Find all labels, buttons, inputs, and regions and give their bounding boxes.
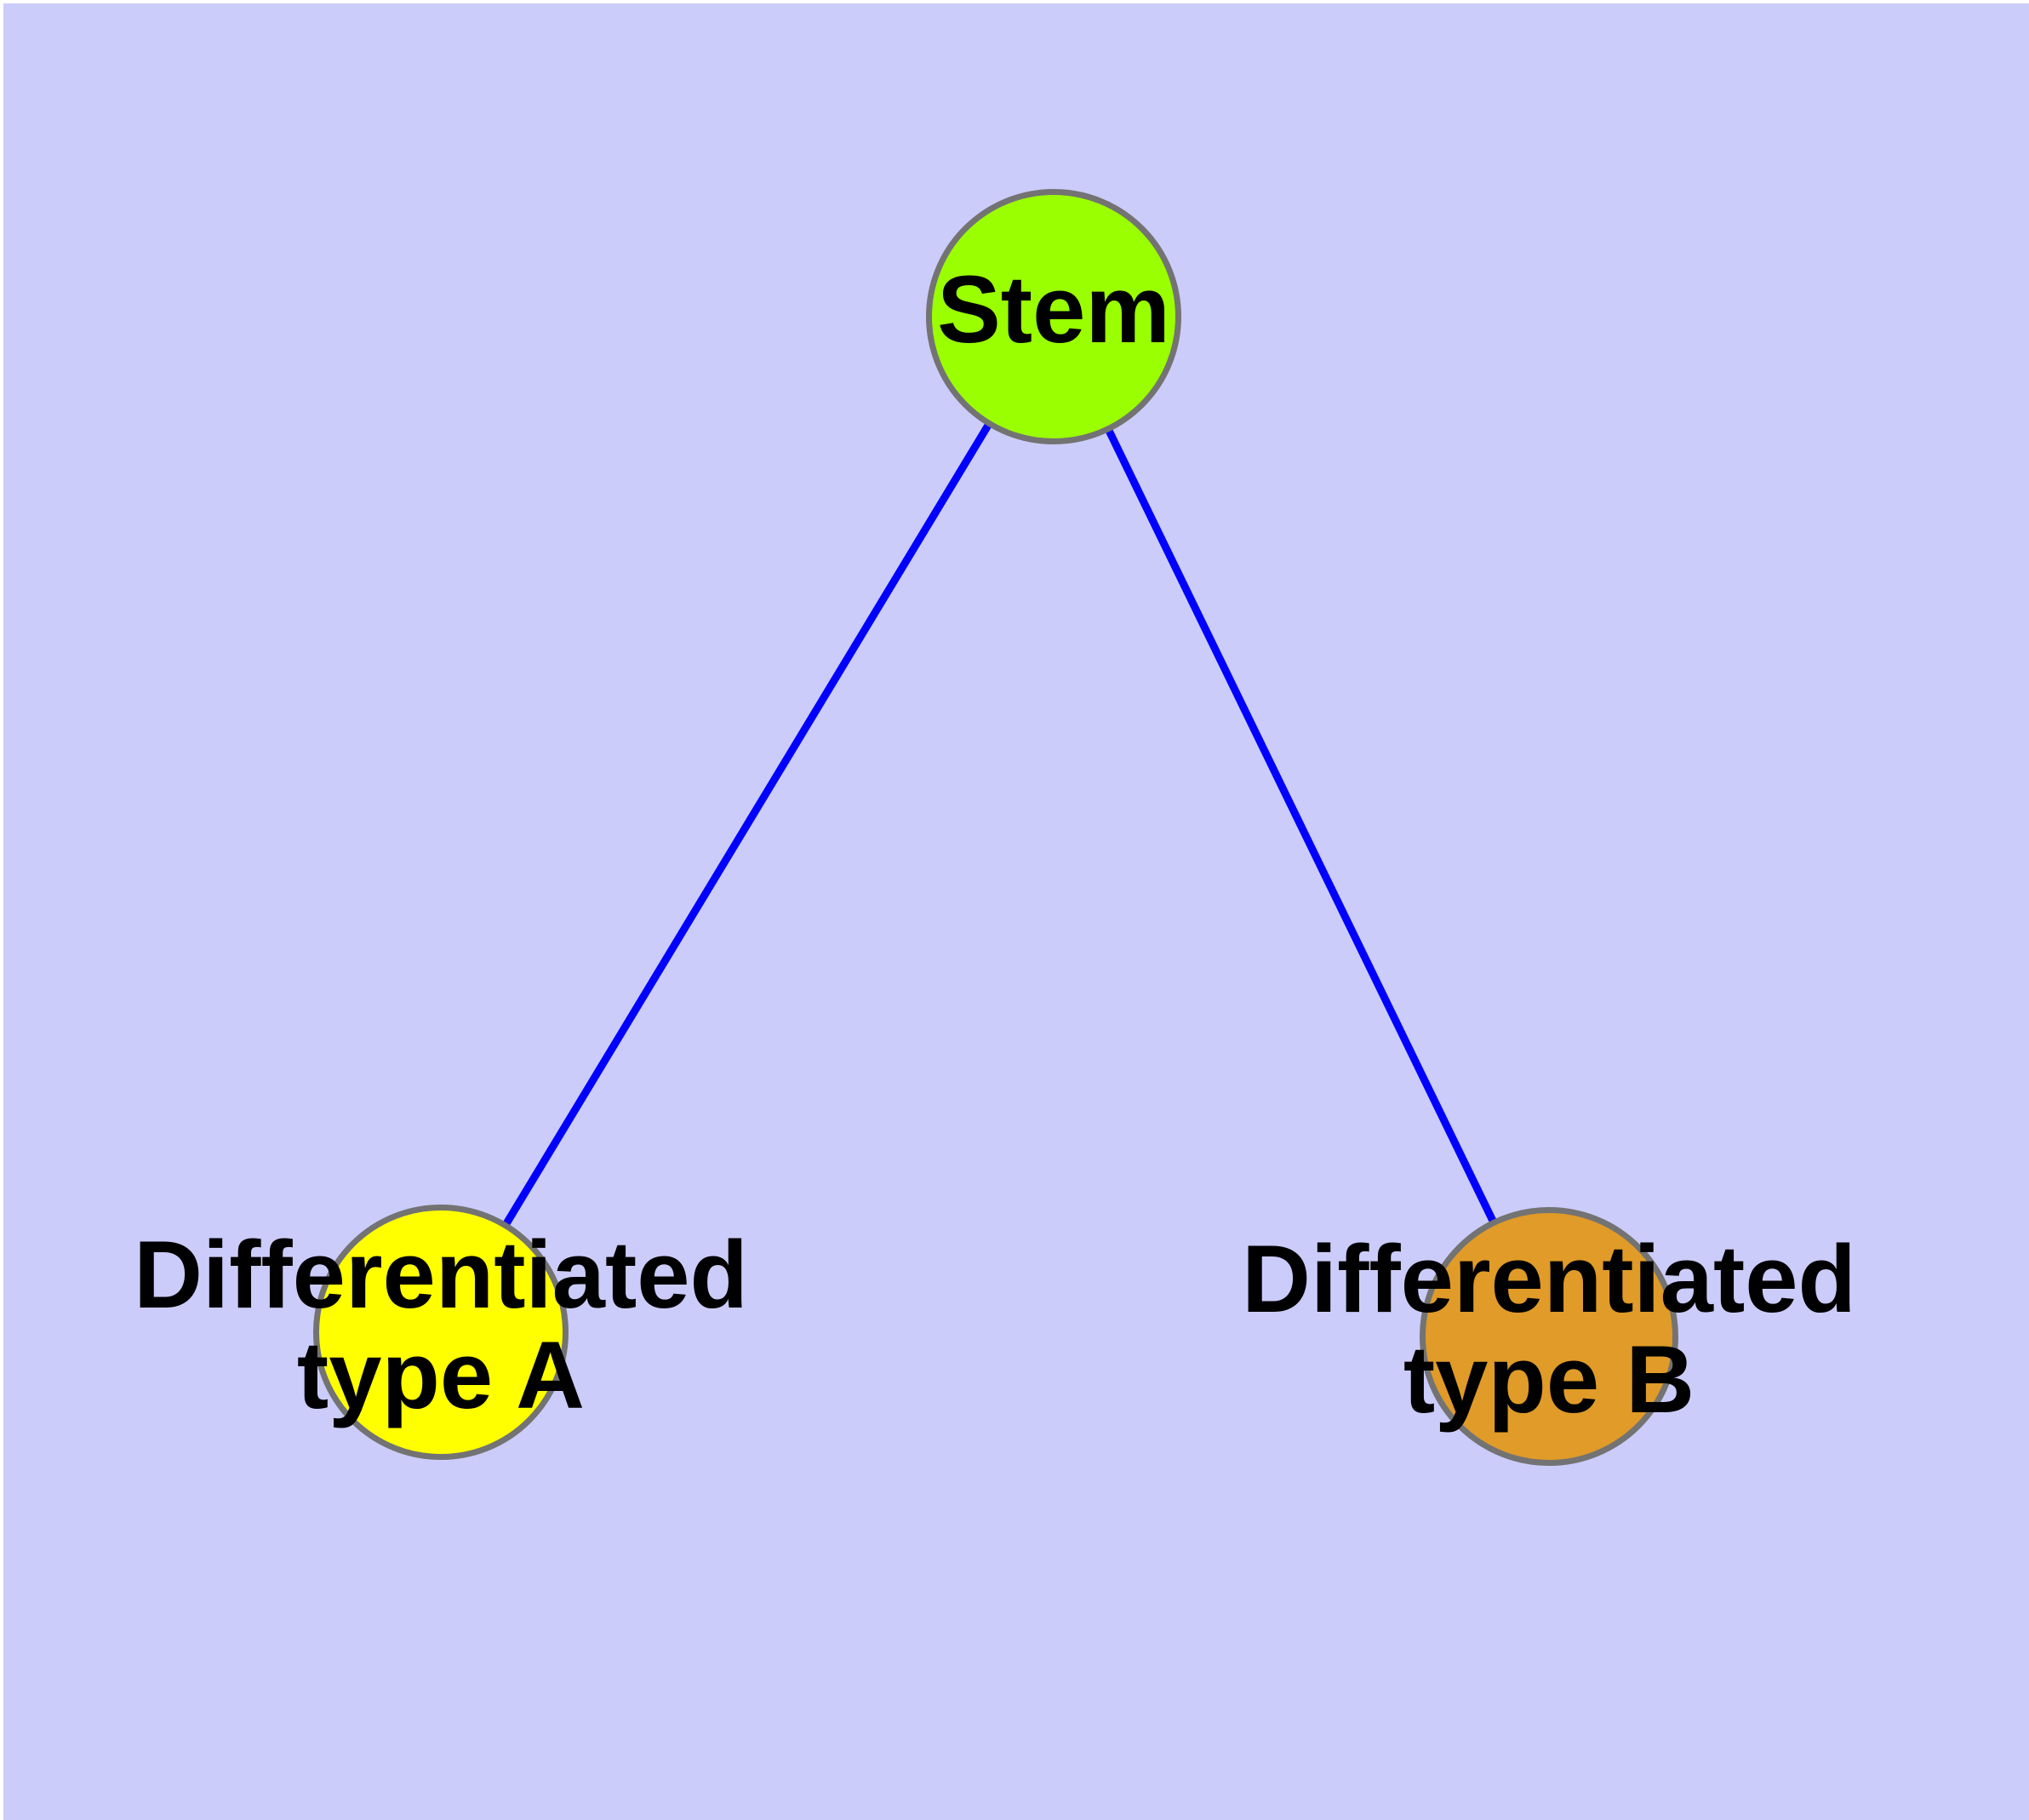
graph-node-label-line: Differentiated bbox=[134, 1222, 748, 1328]
graph-node-label-line: type A bbox=[297, 1322, 585, 1428]
edges-layer bbox=[501, 421, 1498, 1228]
graph-node-diff-b[interactable] bbox=[1420, 1207, 1678, 1466]
graph-node-diff-a[interactable] bbox=[313, 1205, 569, 1460]
graph-edge-stem-to-diff-b[interactable] bbox=[1104, 426, 1498, 1225]
graph-node-label-line: Differentiated bbox=[1242, 1226, 1856, 1332]
graph-node-label-line: type B bbox=[1403, 1326, 1695, 1433]
nodes-layer bbox=[313, 189, 1678, 1466]
graph-node-label-line: Stem bbox=[937, 256, 1170, 363]
graph-node-stem[interactable] bbox=[926, 189, 1181, 444]
graph-node-label-stem: Stem bbox=[937, 256, 1170, 363]
graph-edge-stem-to-diff-a[interactable] bbox=[501, 421, 993, 1228]
